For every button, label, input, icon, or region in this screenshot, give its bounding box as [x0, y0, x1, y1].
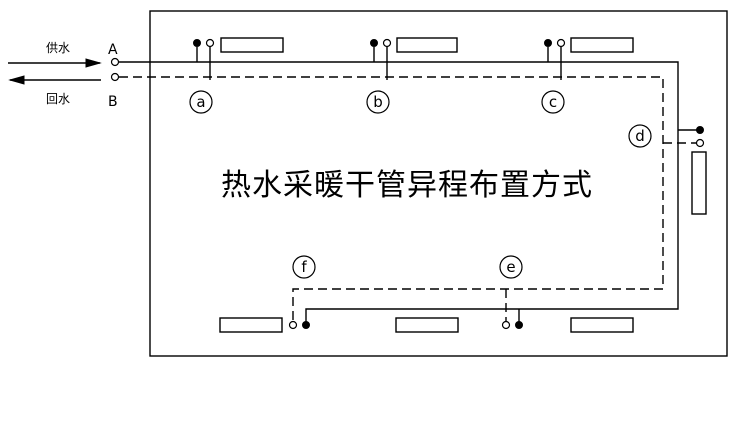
riser-f-radiator [219, 317, 310, 333]
supply-inlet-node [110, 57, 120, 67]
building-outline [149, 10, 728, 357]
return-outlet-node [110, 72, 120, 82]
radiator [395, 317, 459, 333]
riser-label-e: e [499, 255, 523, 279]
return-label: 回水 [46, 92, 70, 106]
radiator [570, 317, 634, 333]
svg-text:e: e [506, 258, 515, 276]
riser-a-radiator [193, 37, 284, 80]
supply-arrow [8, 58, 102, 68]
supply-main [119, 61, 679, 322]
svg-text:f: f [301, 258, 307, 276]
svg-text:b: b [373, 93, 383, 111]
radiator [219, 317, 283, 333]
riser-label-c: c [541, 90, 565, 114]
return-main [119, 76, 664, 322]
radiator [570, 37, 634, 53]
svg-text:d: d [635, 127, 645, 145]
riser-b-radiator [370, 37, 458, 80]
riser-c-radiator [544, 37, 634, 80]
supply-port-label: A [108, 42, 118, 58]
riser-e-radiator [501, 289, 523, 330]
riser-d-radiator [663, 126, 707, 215]
supply-label: 供水 [46, 41, 70, 55]
return-port-label: B [108, 94, 118, 110]
svg-text:c: c [549, 93, 557, 111]
diagram-title: 热水采暖干管异程布置方式 [221, 168, 593, 203]
riser-label-a: a [189, 90, 213, 114]
radiator [220, 37, 284, 53]
radiator [691, 151, 707, 215]
svg-text:a: a [196, 93, 205, 111]
riser-label-d: d [628, 124, 652, 148]
riser-label-b: b [366, 90, 390, 114]
return-arrow [8, 75, 101, 85]
riser-label-f: f [292, 255, 316, 279]
radiator [396, 37, 458, 53]
